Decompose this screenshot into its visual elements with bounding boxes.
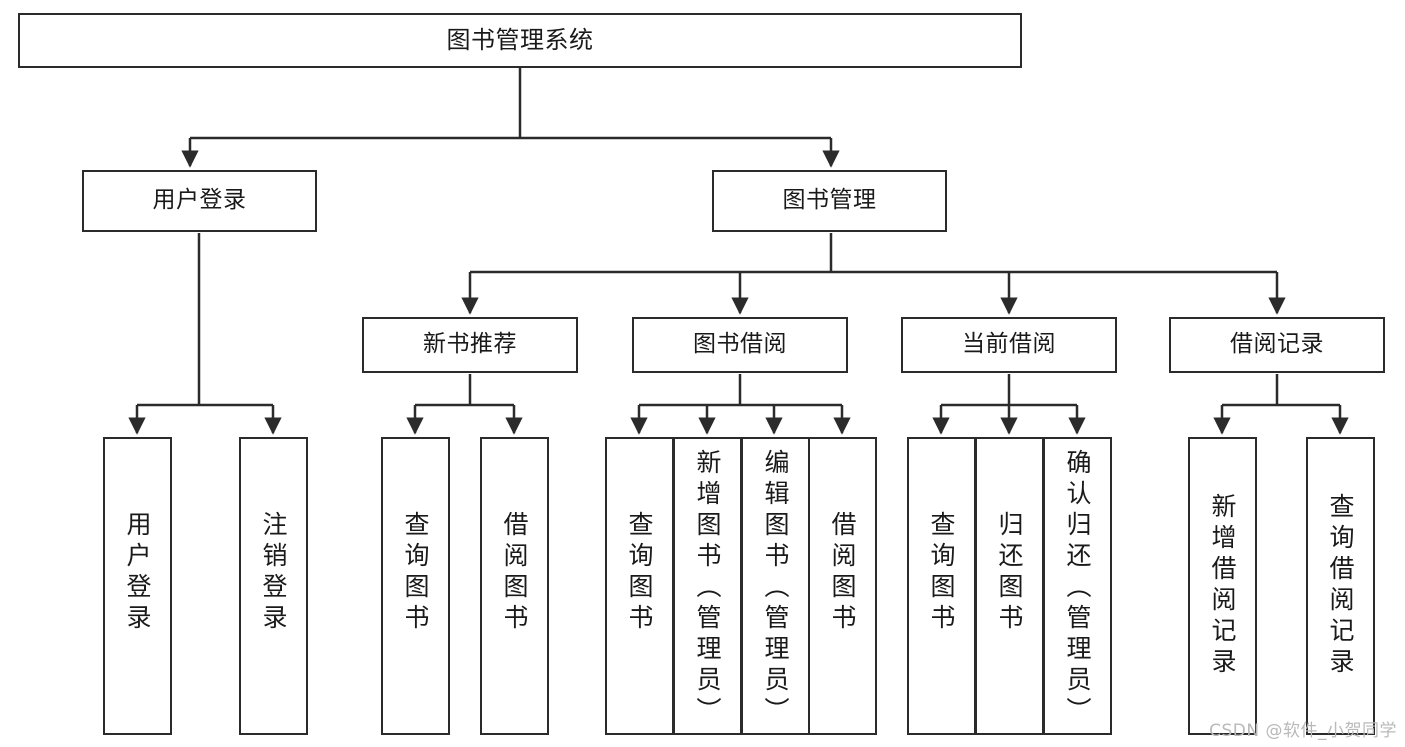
node-label: 用户登录 <box>152 187 247 214</box>
node-user-login[interactable]: 用户登录 <box>82 170 317 232</box>
node-book-borrowing[interactable]: 图书借阅 <box>632 317 848 373</box>
leaf-add-borrow-record[interactable]: 新增借阅记录 <box>1188 437 1257 735</box>
node-current-borrowing[interactable]: 当前借阅 <box>901 317 1117 373</box>
leaf-edit-book-admin[interactable]: 编辑图书（管理员） <box>741 437 810 735</box>
leaf-return-books[interactable]: 归还图书 <box>975 437 1044 735</box>
node-label: 借阅图书 <box>500 511 529 635</box>
node-book-management[interactable]: 图书管理 <box>712 170 947 232</box>
node-label: 查询图书 <box>625 511 654 635</box>
node-label: 用户登录 <box>123 511 152 635</box>
node-label: 借阅记录 <box>1230 331 1324 358</box>
node-label: 确认归还（管理员） <box>1063 449 1092 728</box>
leaf-confirm-return-admin[interactable]: 确认归还（管理员） <box>1043 437 1112 735</box>
node-label: 新增图书（管理员） <box>693 449 722 728</box>
node-label: 查询图书 <box>401 511 430 635</box>
node-label: 借阅图书 <box>828 511 857 635</box>
node-new-book-recommendation[interactable]: 新书推荐 <box>362 317 578 373</box>
node-label: 查询图书 <box>927 511 956 635</box>
leaf-add-book-admin[interactable]: 新增图书（管理员） <box>673 437 742 735</box>
leaf-query-books-newbook[interactable]: 查询图书 <box>381 437 450 735</box>
leaf-logout[interactable]: 注销登录 <box>239 437 308 735</box>
leaf-user-login[interactable]: 用户登录 <box>103 437 172 735</box>
leaf-query-books-borrow[interactable]: 查询图书 <box>605 437 674 735</box>
node-root-book-management-system[interactable]: 图书管理系统 <box>18 13 1022 68</box>
node-label: 图书管理系统 <box>446 26 594 55</box>
node-label: 当前借阅 <box>962 331 1056 358</box>
node-label: 编辑图书（管理员） <box>761 449 790 728</box>
node-borrowing-record[interactable]: 借阅记录 <box>1169 317 1385 373</box>
node-label: 图书借阅 <box>693 331 787 358</box>
leaf-borrow-books-newbook[interactable]: 借阅图书 <box>480 437 549 735</box>
node-label: 归还图书 <box>995 511 1024 635</box>
node-label: 查询借阅记录 <box>1326 493 1355 679</box>
leaf-borrow-books-borrow[interactable]: 借阅图书 <box>808 437 877 735</box>
node-label: 新书推荐 <box>423 331 517 358</box>
node-label: 图书管理 <box>782 187 877 214</box>
leaf-query-books-current[interactable]: 查询图书 <box>907 437 976 735</box>
leaf-query-borrow-record[interactable]: 查询借阅记录 <box>1306 437 1375 735</box>
node-label: 注销登录 <box>259 511 288 635</box>
csdn-watermark: CSDN @软件_小贺同学 <box>1209 721 1397 741</box>
node-label: 新增借阅记录 <box>1208 493 1237 679</box>
